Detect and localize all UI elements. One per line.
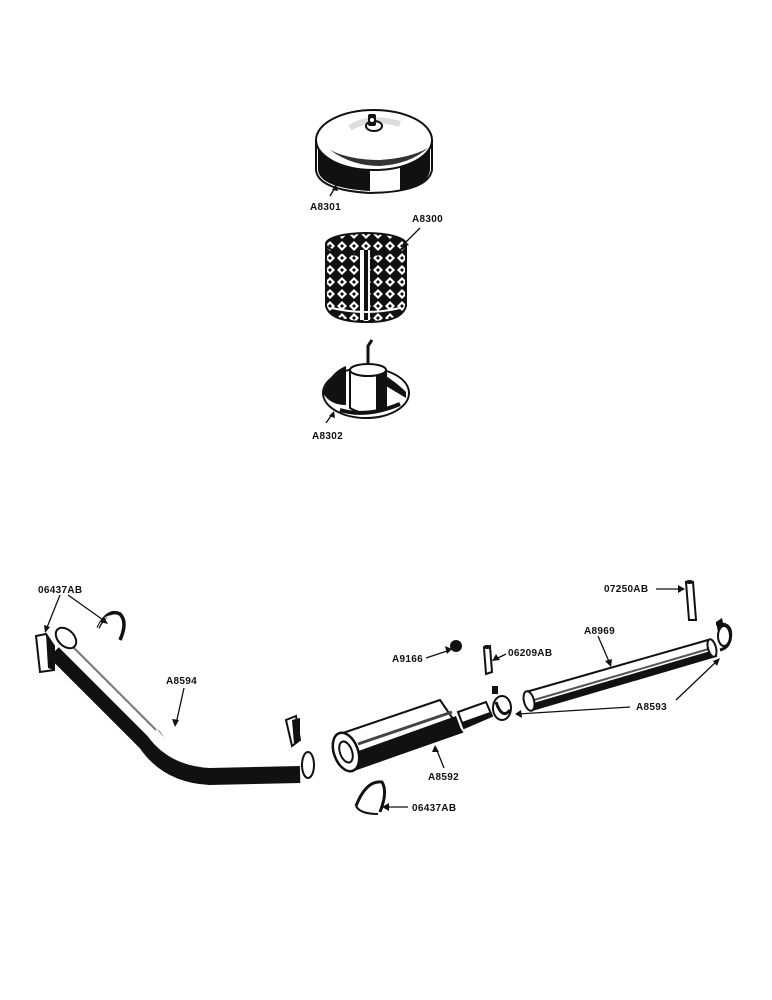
tail-pipe	[522, 638, 718, 712]
exhaust-pipe	[48, 626, 315, 786]
label-06437AB-top: 06437AB	[38, 585, 108, 633]
label-A8301: A8301	[310, 184, 341, 213]
air-cleaner-base	[322, 339, 410, 419]
pipe-clamps	[715, 618, 733, 652]
label-u-bolt-clamp: 06437AB	[38, 585, 82, 596]
label-A9166: A9166	[392, 646, 452, 665]
muffler	[331, 686, 512, 773]
label-muffler: A8592	[428, 772, 459, 783]
cotter-pin	[482, 644, 494, 676]
label-06437AB-bottom: 06437AB	[382, 803, 456, 814]
label-A8592: A8592	[428, 745, 459, 783]
label-air-cleaner-cover: A8301	[310, 202, 341, 213]
label-air-cleaner-base: A8302	[312, 431, 343, 442]
label-A8593: A8593	[515, 658, 720, 718]
label-nut: A9166	[392, 654, 423, 665]
nut	[450, 640, 462, 652]
label-air-cleaner-element: A8300	[412, 214, 443, 225]
bolt	[684, 580, 698, 621]
label-bolt: 07250AB	[604, 584, 648, 595]
label-tail-pipe: A8969	[584, 626, 615, 637]
label-A8969: A8969	[584, 626, 615, 667]
label-lower-u-bolt: 06437AB	[412, 803, 456, 814]
label-cotter-pin: 06209AB	[508, 648, 552, 659]
air-cleaner-element	[325, 232, 407, 324]
label-exhaust-pipe: A8594	[166, 676, 197, 687]
label-A8302: A8302	[312, 411, 343, 442]
label-A8300: A8300	[402, 214, 443, 247]
label-pipe-clamps: A8593	[636, 702, 667, 713]
label-06209AB: 06209AB	[492, 648, 552, 661]
lower-u-bolt	[354, 780, 387, 815]
air-cleaner-cover	[315, 109, 433, 195]
label-A8594: A8594	[166, 676, 197, 727]
label-07250AB: 07250AB	[604, 584, 685, 595]
